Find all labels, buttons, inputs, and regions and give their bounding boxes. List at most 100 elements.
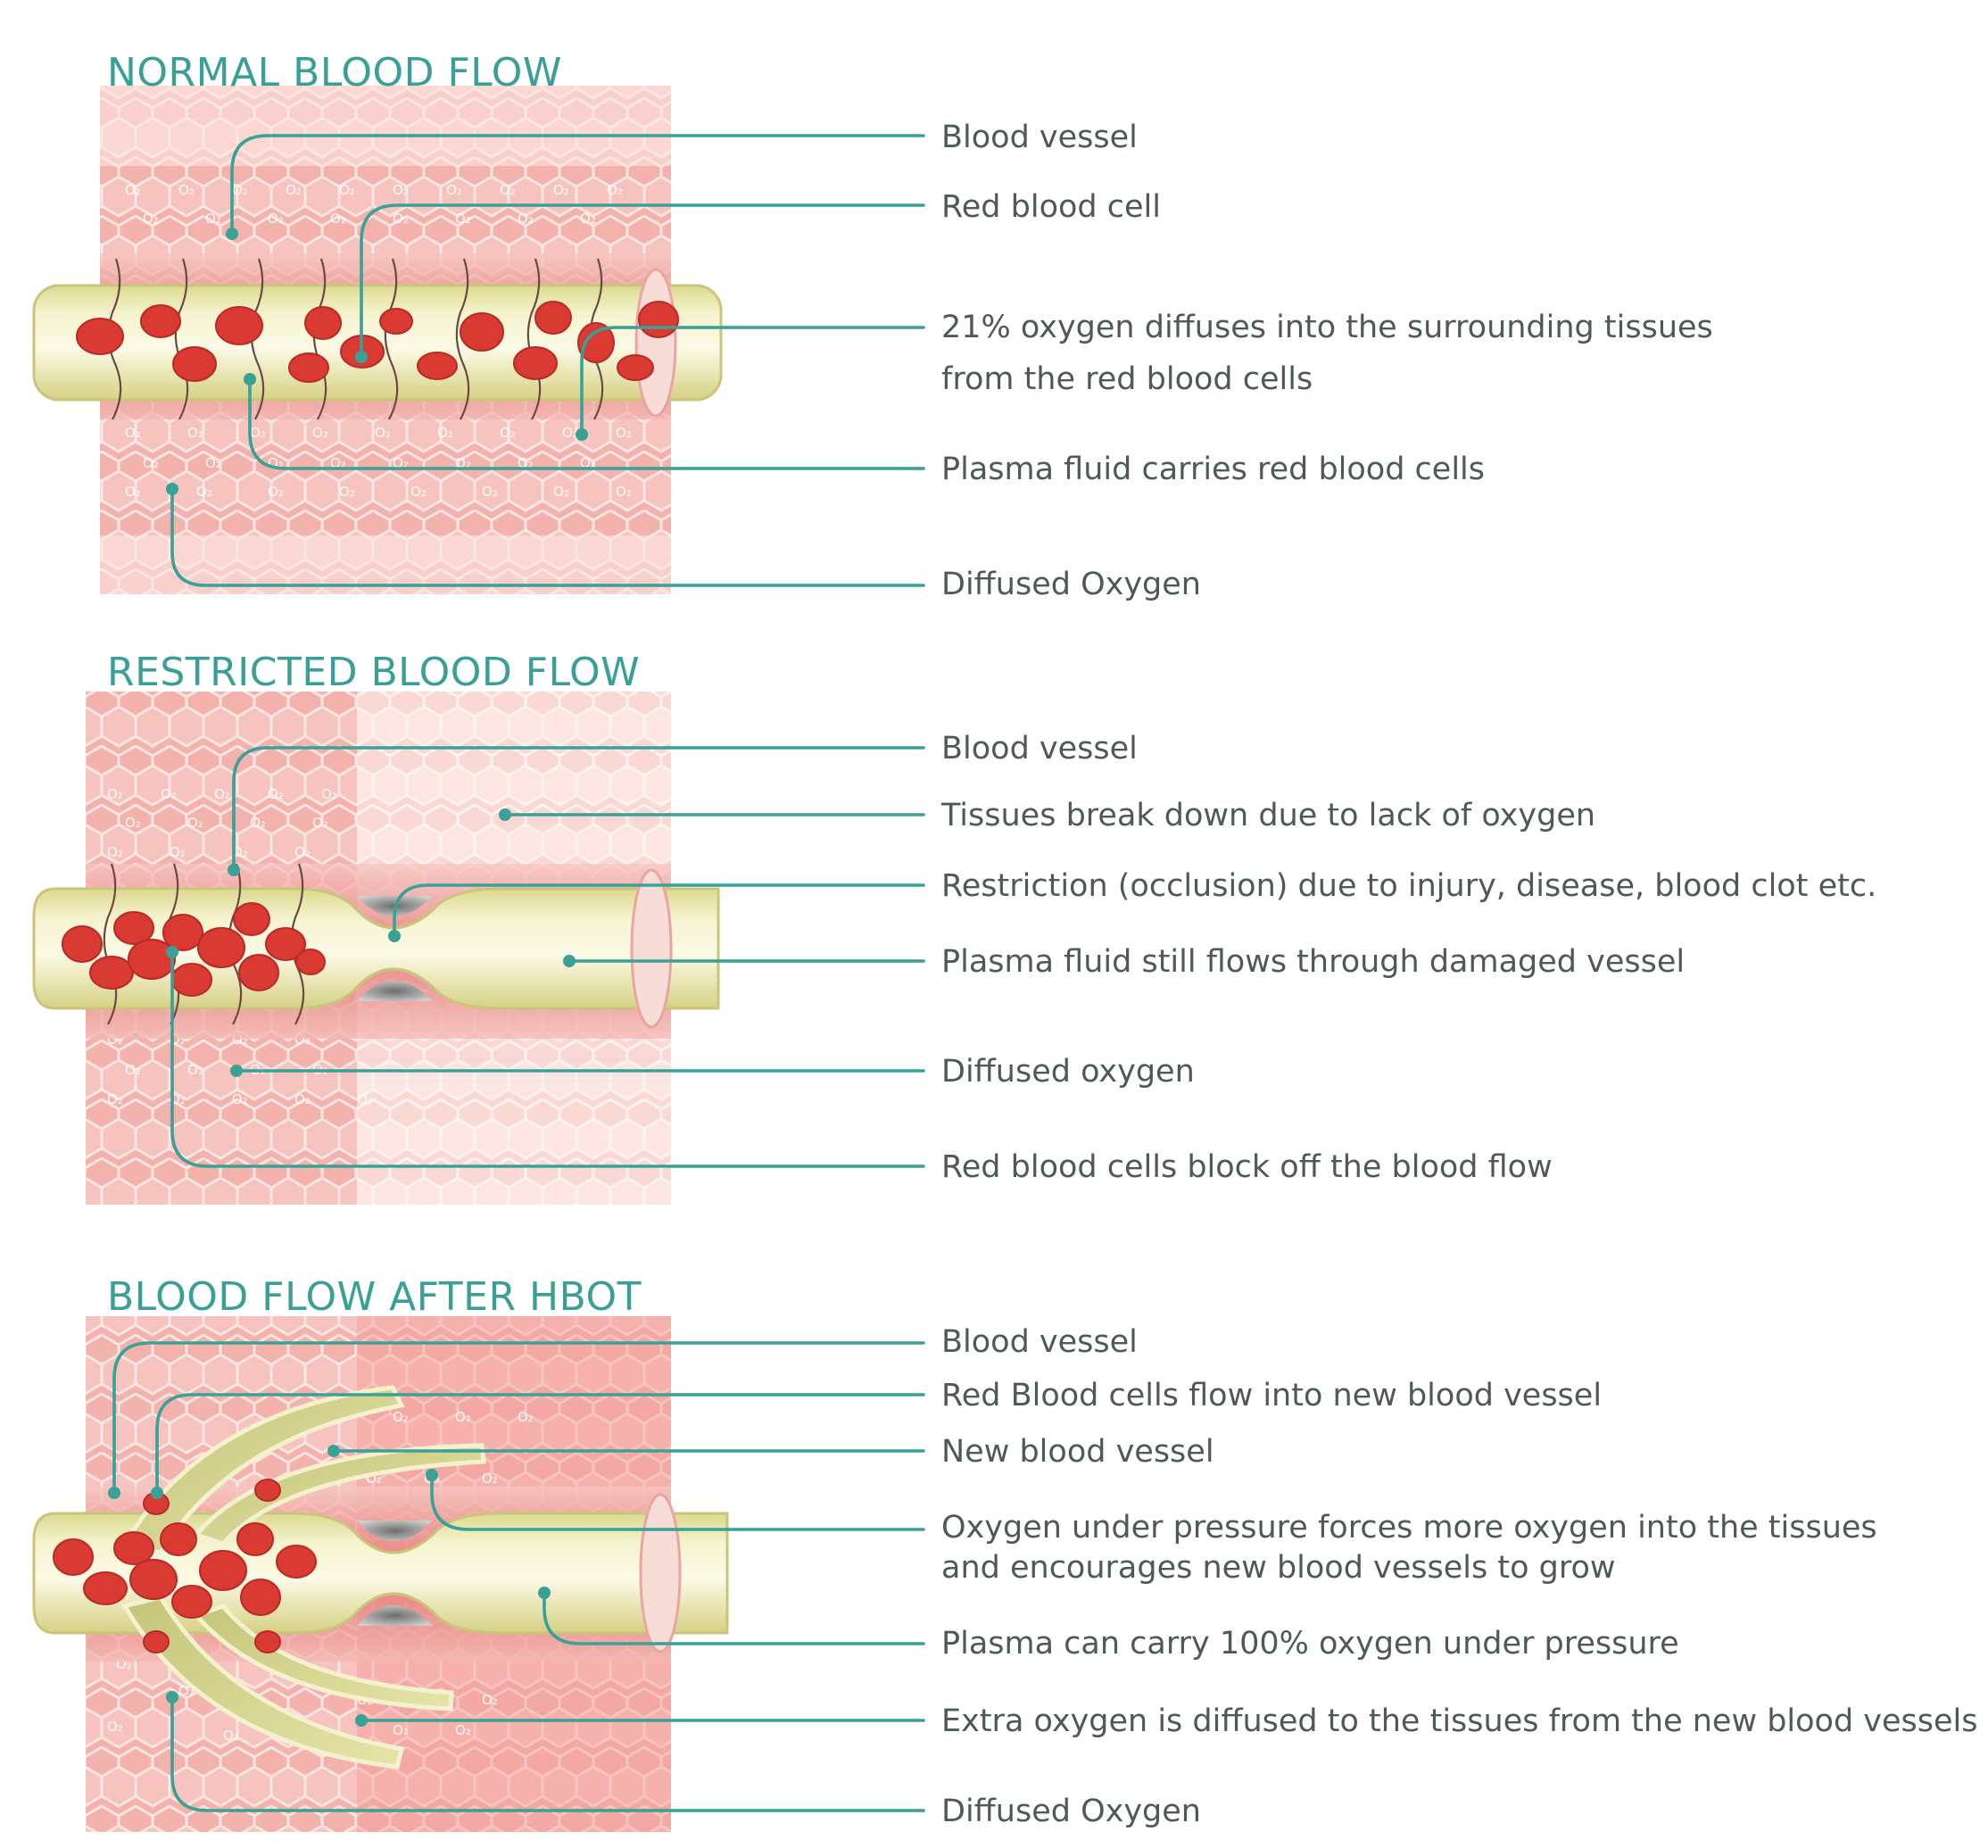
svg-text:O₂: O₂ (357, 1091, 373, 1107)
svg-text:O₂: O₂ (232, 182, 248, 198)
svg-text:O₂: O₂ (107, 786, 123, 802)
svg-text:O₂: O₂ (125, 484, 141, 500)
svg-text:O₂: O₂ (107, 1091, 123, 1107)
label-new-blood-vessel: New blood vessel (941, 1434, 1214, 1470)
svg-text:O₂: O₂ (482, 1471, 498, 1487)
label-red-blood-cell: Red blood cell (941, 189, 1161, 225)
label-oxygen-diffuses-line1: 21% oxygen diffuses into the surrounding… (941, 310, 1713, 345)
svg-text:O₂: O₂ (286, 182, 302, 198)
svg-text:O₂: O₂ (518, 1409, 534, 1425)
label-diffused-oxygen: Diffused oxygen (941, 1054, 1195, 1090)
svg-text:O₂: O₂ (268, 211, 284, 227)
restricted-flow-callouts (166, 746, 925, 1168)
svg-text:O₂: O₂ (294, 844, 311, 860)
svg-text:O₂: O₂ (196, 484, 212, 500)
svg-text:O₂: O₂ (250, 425, 266, 441)
svg-text:O₂: O₂ (170, 844, 186, 860)
label-rbc-block-flow: Red blood cells block off the blood flow (941, 1149, 1553, 1185)
svg-text:O₂: O₂ (500, 182, 516, 198)
svg-text:O₂: O₂ (455, 1409, 471, 1425)
svg-text:O₂: O₂ (294, 1091, 311, 1107)
svg-text:O₂: O₂ (500, 425, 516, 441)
restricted-flow-illustration: O₂ O₂ O₂ O₂ O₂ O₂ O₂ O₂ O₂ O₂ O₂ O₂ O₂ O… (32, 692, 720, 1205)
svg-text:O₂: O₂ (107, 1719, 123, 1735)
svg-text:O₂: O₂ (143, 211, 159, 227)
label-diffused-oxygen: Diffused Oxygen (941, 567, 1201, 602)
label-blood-vessel: Blood vessel (941, 731, 1138, 767)
svg-text:O₂: O₂ (312, 425, 328, 441)
svg-text:O₂: O₂ (393, 211, 409, 227)
svg-text:O₂: O₂ (268, 786, 284, 802)
label-plasma-fluid: Plasma fluid carries red blood cells (941, 452, 1485, 487)
svg-text:O₂: O₂ (161, 786, 177, 802)
svg-text:O₂: O₂ (107, 844, 123, 860)
svg-text:O₂: O₂ (339, 182, 355, 198)
svg-text:O₂: O₂ (393, 182, 409, 198)
svg-text:O₂: O₂ (178, 182, 195, 198)
svg-text:O₂: O₂ (607, 182, 623, 198)
label-rbc-flow-new-vessel: Red Blood cells flow into new blood vess… (941, 1378, 1602, 1413)
clumped-red-blood-cells (62, 902, 326, 997)
oxygen-tethers (107, 258, 604, 420)
svg-text:O₂: O₂ (125, 1062, 141, 1078)
label-restriction: Restriction (occlusion) due to injury, d… (941, 868, 1876, 904)
hbot-flow-labels: Blood vessel Red Blood cells flow into n… (941, 1324, 1978, 1829)
label-oxygen-pressure-line1: Oxygen under pressure forces more oxygen… (941, 1510, 1877, 1546)
section-title-restricted: RESTRICTED BLOOD FLOW (107, 650, 640, 695)
section-title-normal: NORMAL BLOOD FLOW (107, 50, 562, 95)
clumped-red-blood-cells (53, 1479, 317, 1653)
svg-text:O₂: O₂ (187, 425, 203, 441)
label-blood-vessel: Blood vessel (941, 1324, 1138, 1360)
section-title-hbot: BLOOD FLOW AFTER HBOT (107, 1274, 642, 1320)
svg-text:O₂: O₂ (339, 484, 355, 500)
normal-flow-callouts (166, 134, 925, 587)
svg-text:O₂: O₂ (455, 211, 471, 227)
hbot-flow-illustration: O₂ O₂ O₂ O₂ O₂ O₂ O₂ O₂ O₂ O₂ O₂ O₂ O₂ O… (32, 1316, 729, 1832)
svg-text:O₂: O₂ (250, 815, 266, 831)
svg-text:O₂: O₂ (232, 844, 248, 860)
svg-text:O₂: O₂ (482, 1692, 498, 1708)
svg-text:O₂: O₂ (214, 786, 230, 802)
label-plasma-still-flows: Plasma fluid still flows through damaged… (941, 944, 1685, 980)
svg-text:O₂: O₂ (330, 211, 346, 227)
svg-text:O₂: O₂ (393, 1722, 409, 1738)
svg-text:O₂: O₂ (553, 484, 569, 500)
label-blood-vessel: Blood vessel (941, 120, 1138, 155)
svg-text:O₂: O₂ (375, 425, 391, 441)
svg-text:O₂: O₂ (312, 815, 328, 831)
oxygen-molecules: O₂ O₂ O₂ O₂ O₂ O₂ O₂ O₂ O₂ O₂ O₂ O₂ O₂ O… (125, 182, 632, 500)
svg-text:O₂: O₂ (455, 1722, 471, 1738)
svg-text:O₂: O₂ (580, 211, 596, 227)
label-tissues-break-down: Tissues break down due to lack of oxygen (940, 798, 1595, 833)
svg-text:O₂: O₂ (232, 1091, 248, 1107)
svg-text:O₂: O₂ (553, 182, 569, 198)
label-plasma-100-oxygen: Plasma can carry 100% oxygen under press… (941, 1626, 1679, 1662)
svg-text:O₂: O₂ (518, 211, 534, 227)
svg-text:O₂: O₂ (187, 1062, 203, 1078)
svg-text:O₂: O₂ (616, 425, 632, 441)
label-diffused-oxygen: Diffused Oxygen (941, 1794, 1201, 1829)
normal-flow-illustration: O₂ O₂ O₂ O₂ O₂ O₂ O₂ O₂ O₂ O₂ O₂ O₂ O₂ O… (32, 86, 723, 594)
oxygen-molecules: O₂ O₂ O₂ O₂ O₂ O₂ O₂ O₂ O₂ O₂ O₂ O₂ O₂ O… (107, 786, 373, 1107)
label-oxygen-pressure-line2: and encourages new blood vessels to grow (941, 1550, 1616, 1586)
svg-text:O₂: O₂ (205, 211, 221, 227)
svg-text:O₂: O₂ (205, 455, 221, 471)
svg-text:O₂: O₂ (321, 786, 337, 802)
svg-text:O₂: O₂ (562, 425, 578, 441)
svg-text:O₂: O₂ (410, 484, 427, 500)
svg-text:O₂: O₂ (125, 425, 141, 441)
label-extra-oxygen: Extra oxygen is diffused to the tissues … (941, 1703, 1978, 1739)
svg-text:O₂: O₂ (223, 1728, 239, 1744)
svg-text:O₂: O₂ (482, 484, 498, 500)
svg-text:O₂: O₂ (616, 484, 632, 500)
svg-text:O₂: O₂ (446, 182, 462, 198)
label-oxygen-diffuses-line2: from the red blood cells (941, 361, 1313, 397)
svg-text:O₂: O₂ (125, 815, 141, 831)
hbot-flow-callouts (108, 1341, 925, 1812)
normal-flow-labels: Blood vessel Red blood cell 21% oxygen d… (941, 120, 1713, 602)
svg-text:O₂: O₂ (268, 484, 284, 500)
svg-text:O₂: O₂ (437, 425, 453, 441)
restricted-flow-labels: Blood vessel Tissues break down due to l… (940, 731, 1876, 1185)
svg-text:O₂: O₂ (143, 455, 159, 471)
